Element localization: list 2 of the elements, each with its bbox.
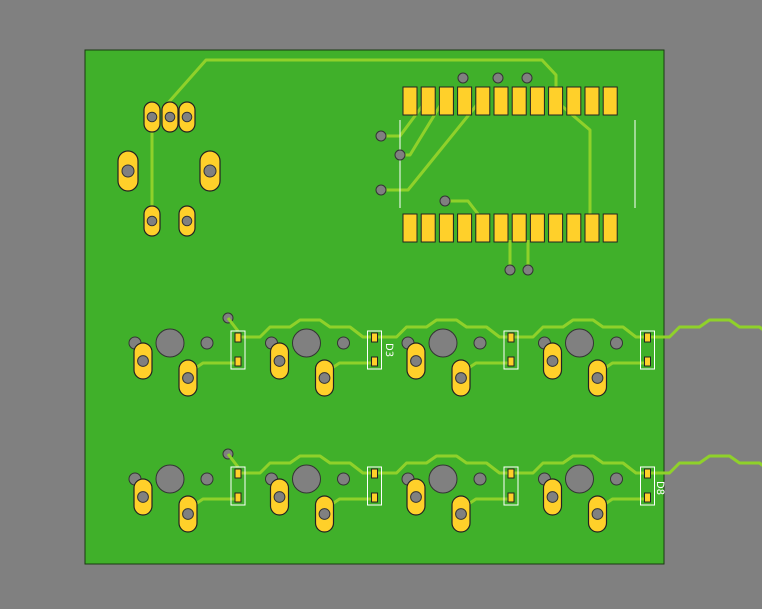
component-designator: D8 — [654, 481, 664, 496]
component-designator: D3 — [383, 343, 393, 358]
